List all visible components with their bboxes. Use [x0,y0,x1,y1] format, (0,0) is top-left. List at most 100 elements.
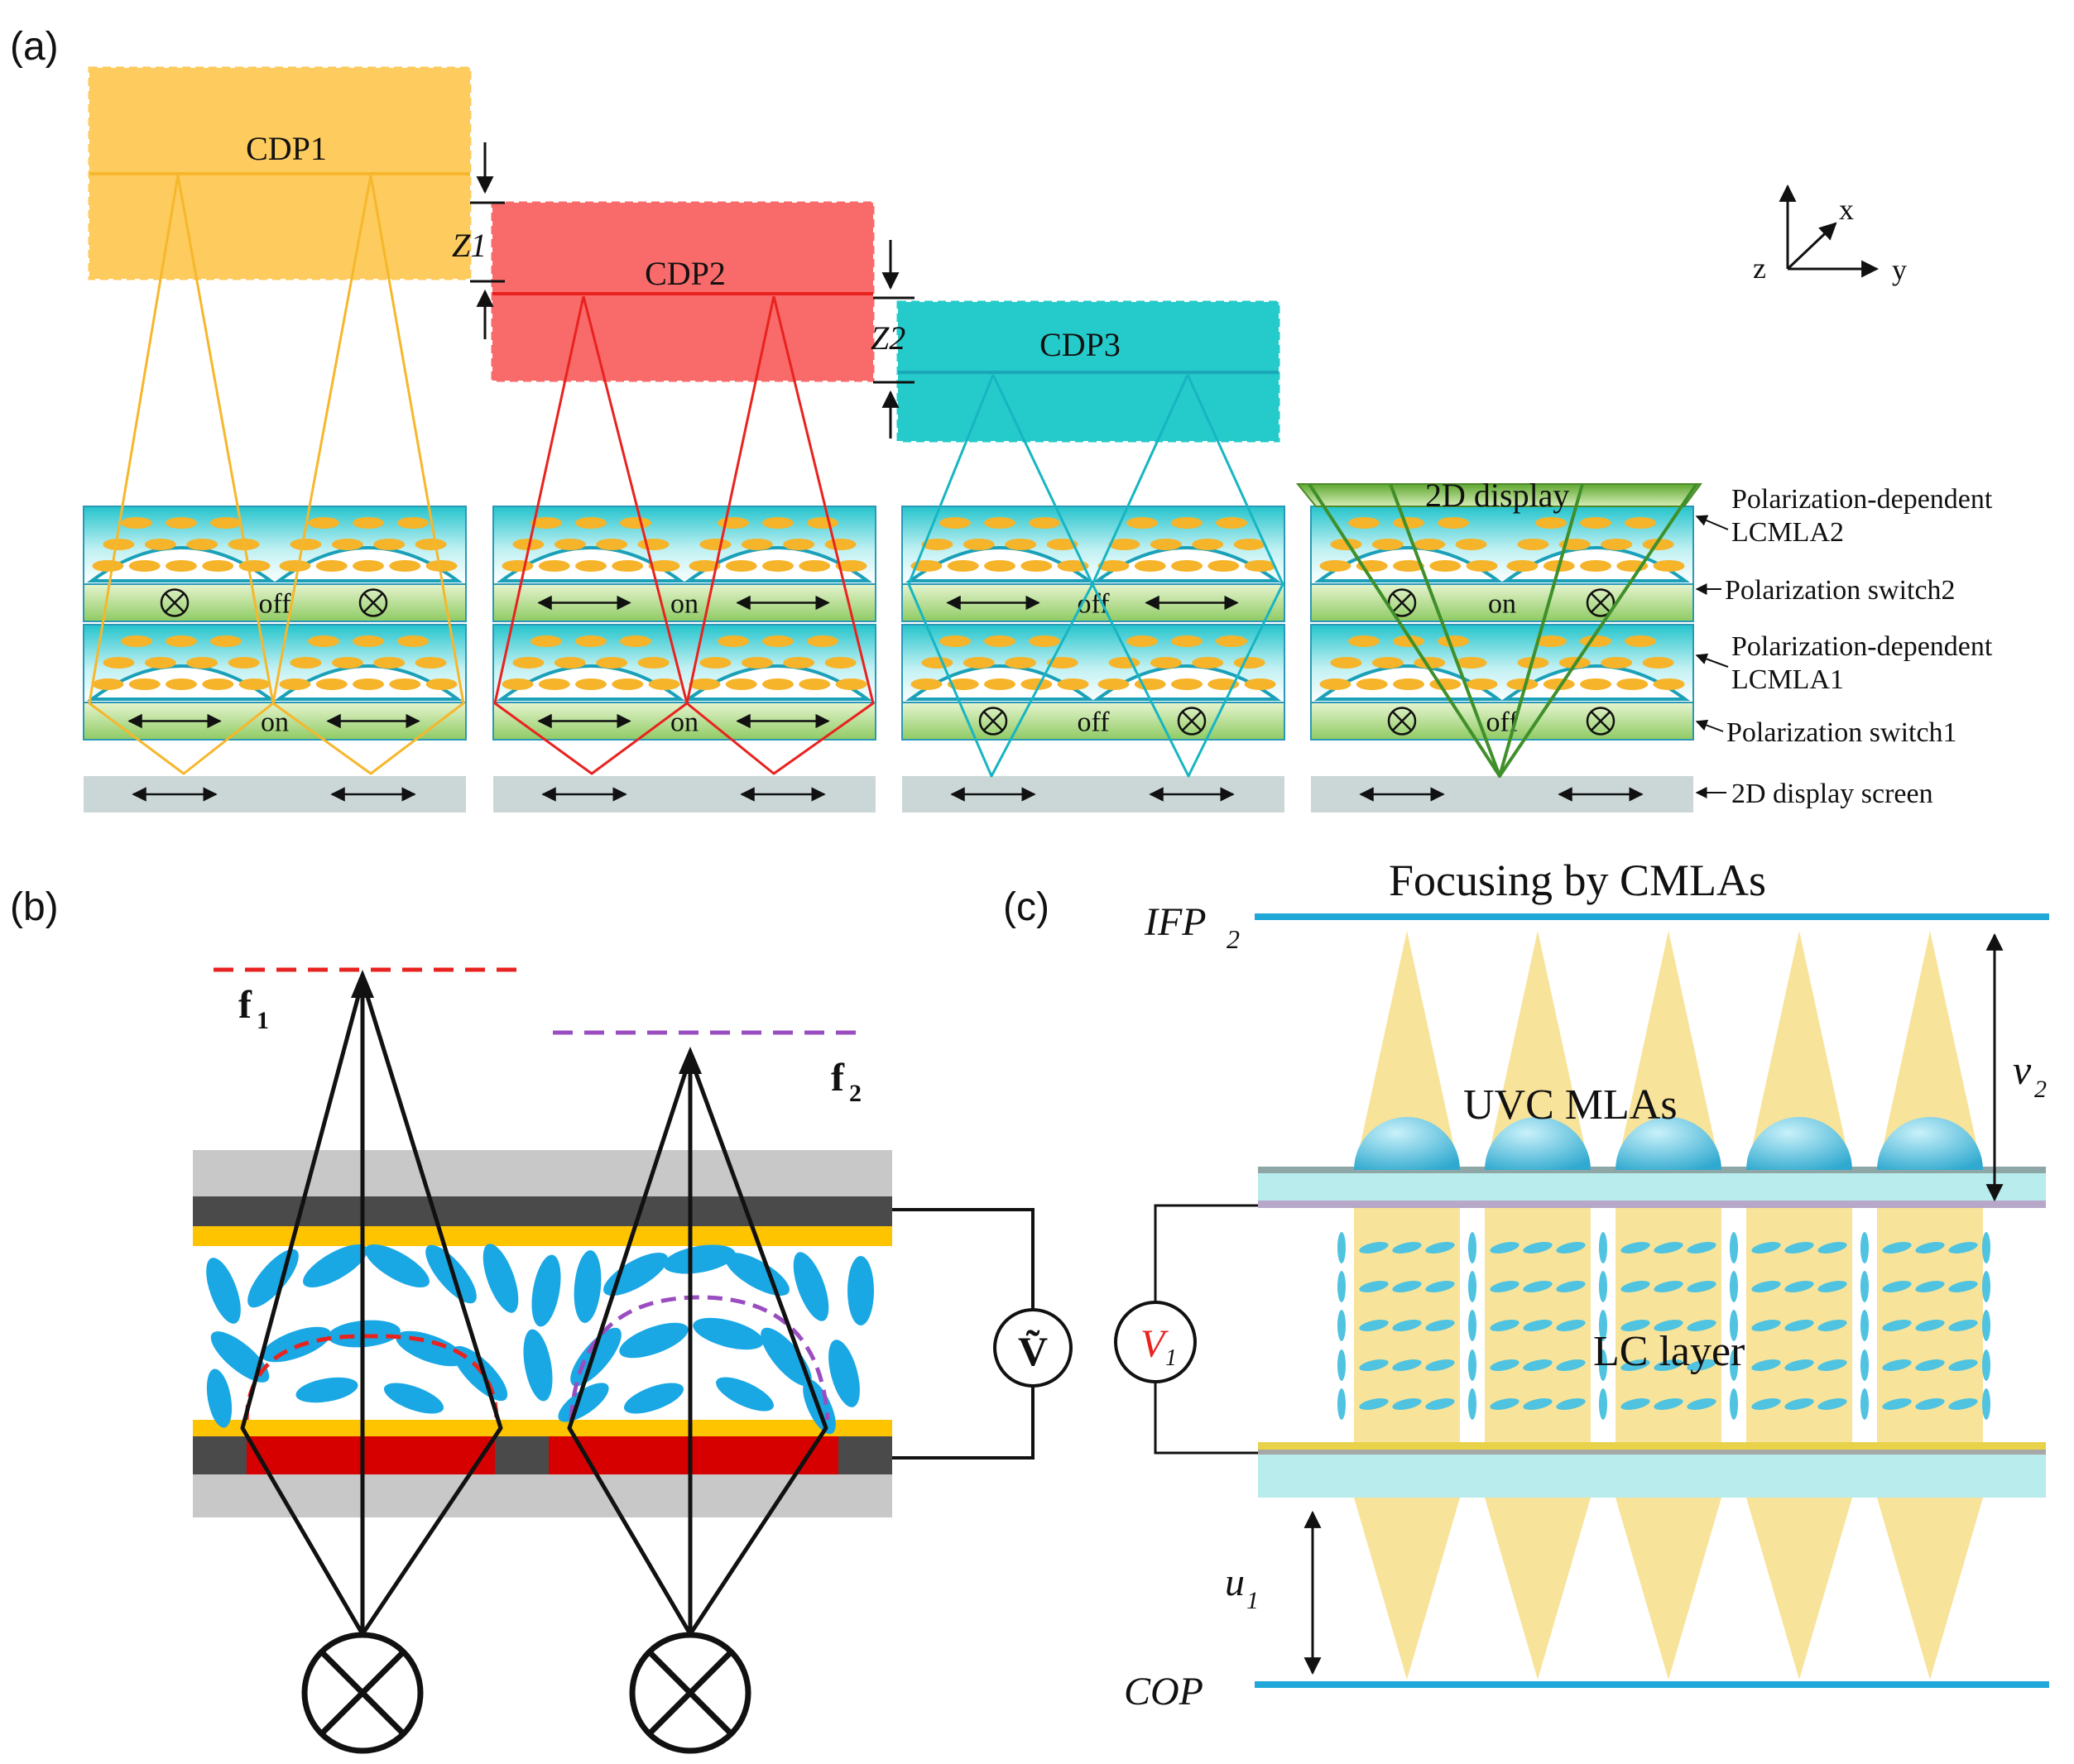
lc-molecule [984,517,1015,529]
lc-molecule [1784,1359,1814,1371]
lc-molecule [373,657,406,669]
lc-molecule [531,1254,561,1327]
lc-molecule [206,1369,233,1428]
lc-molecule [799,560,831,572]
lc-molecule [1784,1398,1814,1410]
voltage-label-sub: 1 [1165,1345,1177,1371]
lc-molecule [1620,1320,1650,1331]
lc-molecule [531,635,562,647]
lc-molecule [575,517,607,529]
lc-molecule [1319,560,1351,572]
cdp-plane-3: CDP3 [896,300,1280,443]
lc-layer-molecules [1337,1232,1990,1420]
cdp-plane-1: CDP1 [88,66,472,280]
lc-molecule [1233,657,1265,669]
lc-molecule [1414,539,1446,550]
display-2d-label: 2D display [1425,477,1569,514]
lc-molecule [575,635,607,647]
lc-molecule [689,678,721,690]
lc-molecule [247,1249,299,1308]
lc-molecule [921,539,953,550]
lc-molecule [910,560,943,572]
lc-molecule-vertical [1982,1349,1990,1381]
voltage-label-main: V [1140,1322,1169,1366]
lc-molecule [1882,1359,1912,1371]
v2-label-main: v [2013,1047,2032,1093]
lc-molecule [1425,1398,1455,1410]
lc-molecule-vertical [1468,1271,1476,1302]
lc-molecule-vertical [1982,1232,1990,1263]
lc-molecule [353,560,384,572]
lc-molecule [538,678,570,690]
lc-molecule [365,1244,430,1287]
lc-molecule [502,560,534,572]
lc-molecule [1556,1320,1586,1331]
polarization-out-icon [1586,707,1616,736]
lc-molecule [1653,678,1685,690]
lc-molecule [984,560,1015,572]
lc-molecule [206,1258,241,1324]
lc-molecule [1359,1398,1389,1410]
lc-molecule [725,678,757,690]
lc-molecule [648,678,680,690]
lc-molecule-vertical [1468,1388,1476,1420]
lc-molecule [1371,539,1404,550]
lc-molecule [984,678,1015,690]
panel-c-label: (c) [1003,885,1049,929]
ifp-label: IFP 2 [1144,900,1240,954]
lc-molecule-vertical [1337,1310,1346,1341]
lc-molecule-vertical [1337,1349,1346,1381]
ifp-label-sub: 2 [1227,924,1240,954]
lc-molecule [202,678,234,690]
lc-molecule [1057,678,1089,690]
lc-molecule [1523,1281,1553,1292]
lc-molecule [725,1253,790,1296]
lc-molecule [1580,517,1611,529]
lc-molecule-vertical [1468,1232,1476,1263]
lc-molecule [963,539,995,550]
source-cone [1485,1498,1591,1680]
lc-molecule [1425,1281,1455,1292]
lc-molecule [1784,1320,1814,1331]
lc-molecule [1784,1281,1814,1292]
display-2d: 2D display [1295,477,1702,514]
f1-label-sub: 1 [257,1007,269,1034]
lc-molecule-vertical [1860,1232,1869,1263]
polarization-out-icon [160,588,190,617]
source-cone [1354,1498,1460,1680]
source-icon-2 [629,1632,751,1754]
lc-molecule [1150,657,1182,669]
lc-molecule [699,539,732,550]
lc-molecule-vertical [1730,1271,1738,1302]
v2-label-sub: 2 [2034,1076,2047,1103]
switch-layer [1310,583,1694,622]
lc-molecule [452,1345,508,1402]
lc-molecule [290,539,322,550]
lc-molecule [1556,1281,1586,1292]
ray-line [1389,483,1584,778]
lc-molecule [1393,678,1424,690]
lc-molecule [1490,1281,1519,1292]
lc-molecule [1057,560,1089,572]
lc-molecule [103,539,135,550]
light-cones [1354,931,1983,1680]
lc-molecule [1687,1359,1716,1371]
lc-molecule [1948,1242,1978,1253]
lc-molecule [1625,635,1656,647]
lc-molecule [1359,1359,1389,1371]
v2-label: v 2 [2013,1047,2047,1103]
lc-molecule [1620,1359,1650,1371]
lc-molecule [1751,1320,1781,1331]
lc-molecule [1915,1242,1945,1253]
lc-molecule [303,1244,367,1287]
voltage-source-b: Ṽ [993,1308,1073,1388]
lc-molecule [166,560,197,572]
f2-label-sub: 2 [849,1080,862,1107]
lc-molecule [699,657,732,669]
axis-x-label: x [1839,193,1854,226]
lc-molecule [1948,1281,1978,1292]
lc-molecule [1466,678,1498,690]
cdp-plane-label: CDP1 [246,130,327,167]
lc-molecule [1425,1359,1455,1371]
